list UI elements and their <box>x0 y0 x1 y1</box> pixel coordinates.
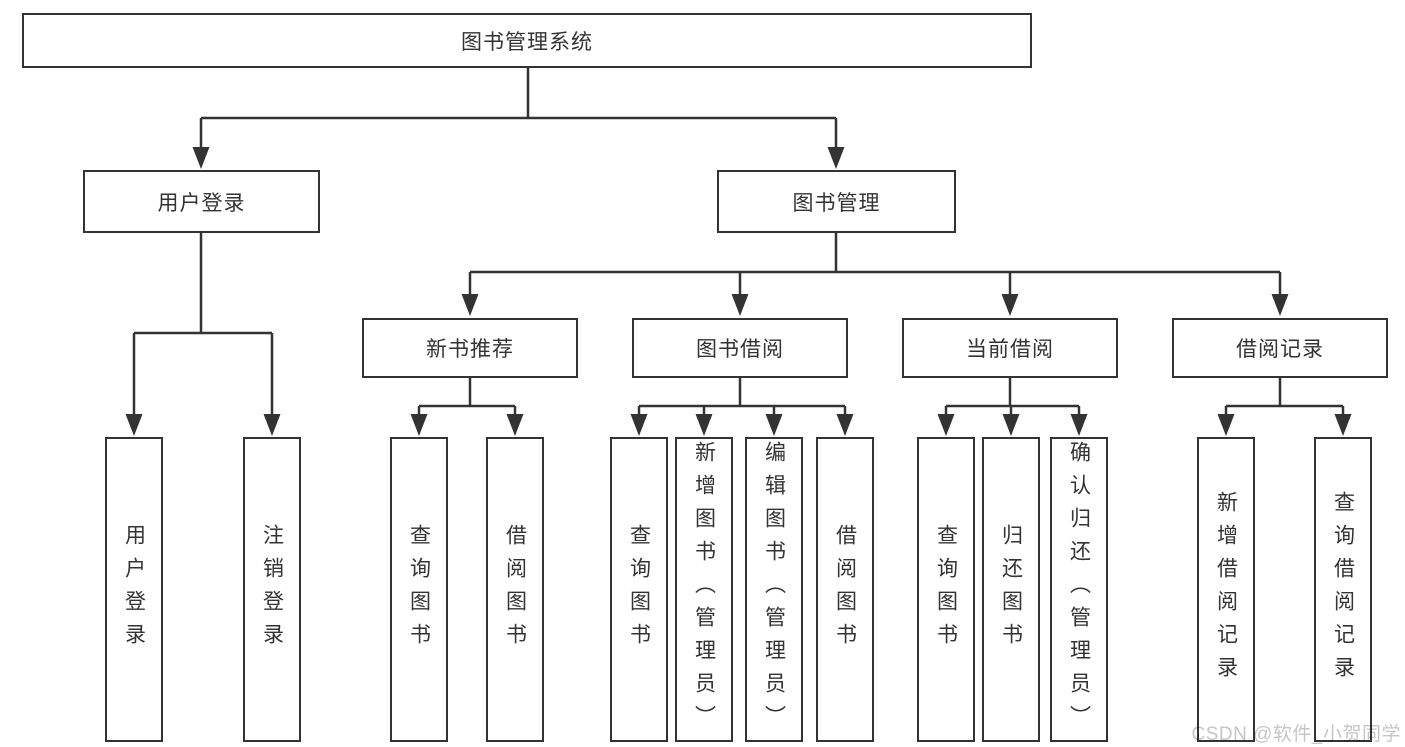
connector-user-login-children <box>125 233 281 436</box>
node-label: 用户登录 <box>157 191 246 215</box>
arrowhead <box>937 414 955 436</box>
arrowhead <box>1334 414 1352 436</box>
node-label: 新书推荐 <box>426 338 514 361</box>
node-current-borrow: 当前借阅 <box>902 318 1118 378</box>
leaf-query-books-recommend: 查询图书 <box>390 437 448 742</box>
arrowhead <box>1217 414 1235 436</box>
leaf-logout: 注销登录 <box>243 437 301 742</box>
leaf-return-books: 归还图书 <box>982 437 1040 742</box>
node-label: 图书管理系统 <box>461 30 593 54</box>
node-book-management: 图书管理 <box>717 170 956 233</box>
connector-book-borrow-children <box>630 378 854 436</box>
arrowhead <box>827 147 845 169</box>
arrowhead <box>1002 414 1020 436</box>
leaf-label: 查询图书 <box>934 523 958 656</box>
leaf-label: 确认归还（管理员） <box>1067 441 1091 738</box>
leaf-confirm-return-admin: 确认归还（管理员） <box>1050 437 1108 742</box>
node-label: 当前借阅 <box>966 338 1054 361</box>
arrowhead <box>263 414 281 436</box>
arrowhead <box>506 414 524 436</box>
leaf-label: 新增图书（管理员） <box>692 441 716 738</box>
arrowhead <box>695 414 713 436</box>
connector-current-borrow-children <box>937 378 1088 436</box>
leaf-label: 编辑图书（管理员） <box>762 441 786 738</box>
connector-book-management-to-sections <box>461 233 1289 316</box>
leaf-query-books-borrow: 查询图书 <box>610 437 668 742</box>
leaf-borrow-books: 借阅图书 <box>816 437 874 742</box>
node-new-book-recommend: 新书推荐 <box>362 318 578 378</box>
connector-root-to-level2 <box>192 68 845 169</box>
leaf-user-login: 用户登录 <box>105 437 163 742</box>
leaf-borrow-books-recommend: 借阅图书 <box>486 437 544 742</box>
leaf-label: 新增借阅记录 <box>1214 490 1238 689</box>
leaf-label: 借阅图书 <box>833 523 857 656</box>
arrowhead <box>731 294 749 316</box>
connector-new-book-children <box>410 378 524 436</box>
node-book-borrow: 图书借阅 <box>632 318 848 378</box>
arrowhead <box>1001 294 1019 316</box>
node-borrow-records: 借阅记录 <box>1172 318 1388 378</box>
arrowhead <box>1271 294 1289 316</box>
leaf-query-books-current: 查询图书 <box>917 437 975 742</box>
arrowhead <box>461 294 479 316</box>
node-label: 图书借阅 <box>696 338 784 361</box>
watermark-text: CSDN @软件_小贺同学 <box>1191 724 1401 745</box>
leaf-add-books-admin: 新增图书（管理员） <box>675 437 733 742</box>
arrowhead <box>1070 414 1088 436</box>
node-label: 图书管理 <box>792 191 881 215</box>
arrowhead <box>630 414 648 436</box>
arrowhead <box>192 147 210 169</box>
leaf-edit-books-admin: 编辑图书（管理员） <box>745 437 803 742</box>
leaf-label: 用户登录 <box>122 523 146 656</box>
node-label: 借阅记录 <box>1236 338 1324 361</box>
leaf-label: 查询图书 <box>407 523 431 656</box>
leaf-query-borrow-record: 查询借阅记录 <box>1314 437 1372 742</box>
leaf-add-borrow-record: 新增借阅记录 <box>1197 437 1255 742</box>
arrowhead <box>836 414 854 436</box>
leaf-label: 注销登录 <box>260 523 284 656</box>
arrowhead <box>765 414 783 436</box>
node-root-library-system: 图书管理系统 <box>22 13 1032 68</box>
connector-borrow-record-children <box>1217 378 1352 436</box>
node-user-login: 用户登录 <box>83 170 320 233</box>
arrowhead <box>125 414 143 436</box>
leaf-label: 归还图书 <box>999 523 1023 656</box>
leaf-label: 查询借阅记录 <box>1331 490 1355 689</box>
arrowhead <box>410 414 428 436</box>
leaf-label: 查询图书 <box>627 523 651 656</box>
leaf-label: 借阅图书 <box>503 523 527 656</box>
